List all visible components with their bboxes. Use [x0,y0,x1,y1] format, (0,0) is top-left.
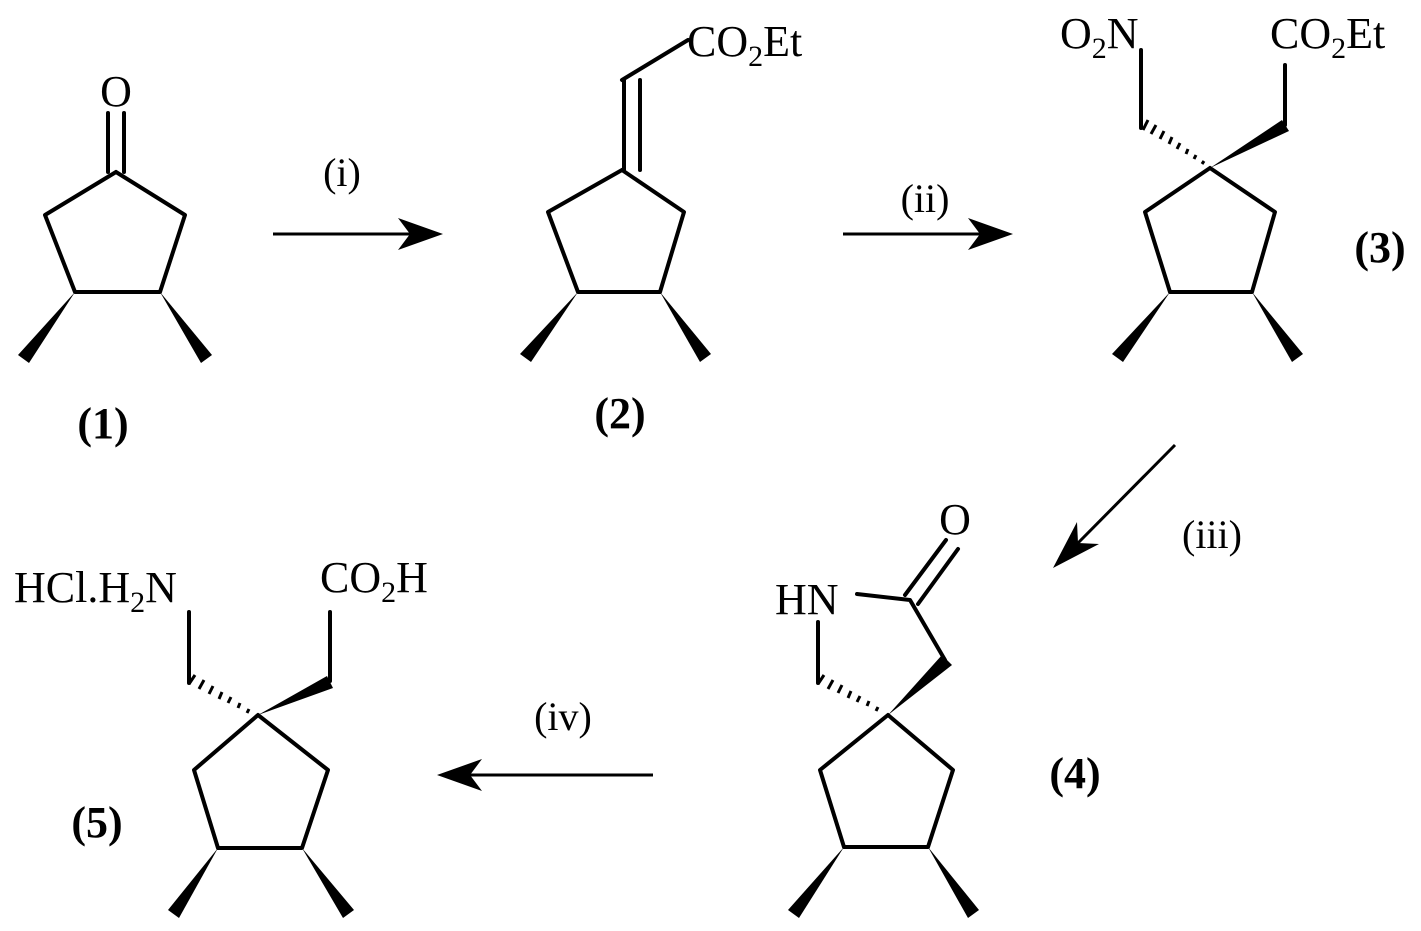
compound-4-label: (4) [1049,749,1100,798]
compound-3-ester-wedge [1210,120,1289,168]
compound-2-label: (2) [594,389,645,438]
compound-4-methyl-wedge-left [788,847,844,918]
compound-5-aminomethyl-hash [189,675,249,713]
compound-1: O (1) [18,67,212,448]
compound-5-methyl-wedge-left [168,848,218,918]
compound-3-label: (3) [1354,223,1405,272]
compound-5: HCl.H2N CO2H (5) [14,553,428,918]
compound-3-methyl-wedge-left [1112,292,1170,362]
compound-4-carbonyl-oxygen: O [939,495,971,544]
compound-3-ester-label: CO2Et [1270,9,1385,65]
compound-3-bonds [1141,50,1285,292]
step-iii-label: (iii) [1182,512,1242,557]
compound-4: O HN (4) [775,495,1101,918]
compound-4-ring-wedge [888,655,952,715]
compound-3: O2N CO2Et (3) [1060,9,1406,362]
compound-3-methyl-wedge-right [1252,292,1303,362]
compound-2: CO2Et (2) [520,17,802,438]
step-iv: (iv) [437,694,653,791]
compound-5-acid-wedge [258,676,333,715]
compound-2-bonds [548,40,688,292]
compound-1-label: (1) [77,399,128,448]
step-ii: (ii) [843,176,1013,250]
compound-1-bonds [45,113,185,292]
compound-4-methyl-wedge-right [928,847,979,918]
step-ii-label: (ii) [901,176,950,221]
compound-3-nitro-label: O2N [1060,9,1139,65]
step-i: (i) [273,150,443,250]
compound-2-methyl-wedge-left [520,292,578,362]
compound-1-carbonyl-oxygen: O [100,67,132,116]
compound-5-methyl-wedge-right [302,848,354,918]
compound-3-nitromethyl-hash [1143,120,1204,164]
compound-1-methyl-wedge-right [160,292,212,363]
compound-2-methyl-wedge-right [660,292,711,362]
compound-2-ester-label: CO2Et [687,17,802,73]
compound-5-acid-label: CO2H [320,553,428,609]
compound-4-spiro-hash [818,675,878,711]
compound-5-amine-label: HCl.H2N [14,563,177,619]
step-iv-label: (iv) [534,694,592,739]
compound-4-amide-nh: HN [775,575,839,624]
compound-5-label: (5) [71,798,122,847]
compound-1-methyl-wedge-left [18,292,75,363]
step-iii: (iii) [1053,445,1242,568]
arrow-step-iii [1078,445,1175,543]
compound-5-bonds [189,612,330,848]
step-i-label: (i) [323,150,361,195]
